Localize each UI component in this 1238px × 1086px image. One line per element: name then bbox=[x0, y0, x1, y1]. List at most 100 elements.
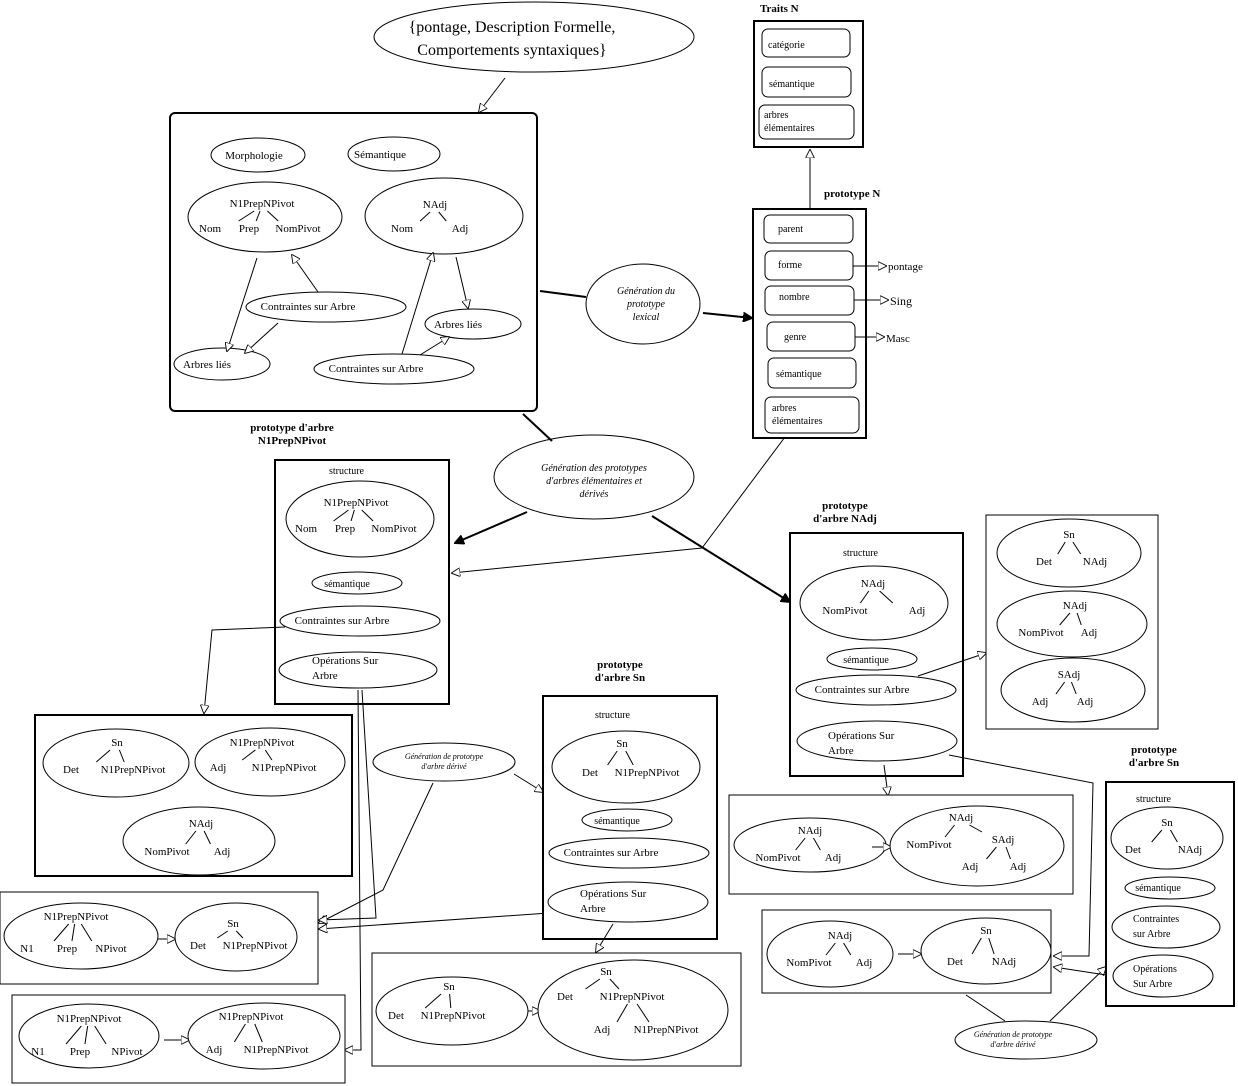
tree-leaf-label: NPivot bbox=[111, 1046, 142, 1058]
tree-leaf-label: Adj bbox=[210, 762, 227, 774]
tree-branch bbox=[94, 1025, 107, 1045]
tree-leaf-label: Det bbox=[557, 991, 573, 1003]
tree-branch bbox=[1072, 541, 1082, 555]
tree-root-label: N1PrepNPivot bbox=[57, 1013, 122, 1025]
tree-leaf-label: N1PrepNPivot bbox=[244, 1044, 309, 1056]
tree-leaf-label: NAdj bbox=[1178, 844, 1202, 856]
tree-branch bbox=[438, 211, 447, 222]
tree-branch bbox=[636, 1003, 650, 1023]
tree-leaf-label: Nom bbox=[199, 223, 221, 235]
tree-branch bbox=[241, 749, 256, 761]
tree-leaf-label: N1 bbox=[20, 943, 33, 955]
tree-root-label: NAdj bbox=[798, 825, 822, 837]
tree-leaf-label: NomPivot bbox=[371, 523, 416, 535]
proto-item-nombre: nombre bbox=[779, 292, 810, 303]
tree-leaf-label: NAdj bbox=[1083, 556, 1107, 568]
tree-branch bbox=[267, 210, 279, 222]
proto-sn-mid-semantique: sémantique bbox=[594, 816, 640, 827]
tree-branch bbox=[607, 750, 618, 766]
tree-leaf-label: NPivot bbox=[95, 943, 126, 955]
tree-branch bbox=[1170, 829, 1178, 843]
tree-leaf-label: NomPivot bbox=[275, 223, 320, 235]
tree-branch bbox=[361, 509, 374, 522]
tree-leaf-label: Det bbox=[388, 1010, 404, 1022]
tree-leaf-label: Det bbox=[63, 764, 79, 776]
tree-leaf-label: Det bbox=[582, 767, 598, 779]
prototype-n-box: prototype N parent forme nombre genre sé… bbox=[752, 188, 923, 439]
tree-branch bbox=[238, 210, 255, 222]
proto-nadj-contraintes: Contraintes sur Arbre bbox=[815, 684, 910, 696]
proto-nadj-structure: structure bbox=[843, 548, 879, 559]
tree-branch bbox=[1055, 681, 1066, 695]
tree-branch bbox=[971, 937, 982, 955]
proto-item-semantique: sémantique bbox=[776, 369, 822, 380]
proto-item-parent: parent bbox=[778, 224, 803, 235]
arbres-lies-label-2: Arbres liés bbox=[434, 319, 482, 331]
tree-branch bbox=[424, 993, 442, 1009]
input-note: {pontage, Description Formelle,Comportem… bbox=[373, 1, 695, 73]
tree-leaf-label: NomPivot bbox=[822, 605, 867, 617]
tree-branch bbox=[71, 923, 76, 942]
tree-leaf-label: Adj bbox=[1081, 627, 1098, 639]
tree-leaf-label: NomPivot bbox=[144, 846, 189, 858]
contraintes-label-2: Contraintes sur Arbre bbox=[329, 363, 424, 375]
tree-leaf-label: NomPivot bbox=[906, 839, 951, 851]
tree-leaf-label: Adj bbox=[214, 846, 231, 858]
tree-leaf-label: Det bbox=[190, 940, 206, 952]
tree-root-label: SAdj bbox=[1058, 669, 1081, 681]
tree-branch bbox=[1076, 612, 1082, 626]
tree-branch bbox=[859, 590, 870, 604]
tree-branch bbox=[1057, 541, 1066, 555]
tree-root-label: NAdj bbox=[949, 812, 973, 824]
tree-branch bbox=[419, 211, 431, 222]
contraintes-label-1: Contraintes sur Arbre bbox=[261, 301, 356, 313]
tree-root-label: NAdj bbox=[189, 818, 213, 830]
tree-root-label: Sn bbox=[443, 981, 455, 993]
tree-root-label: N1PrepNPivot bbox=[219, 1011, 284, 1023]
tree-branch bbox=[1070, 681, 1077, 695]
tree-leaf-label: Adj bbox=[206, 1044, 223, 1056]
proto-n1-contraintes: Contraintes sur Arbre bbox=[295, 615, 390, 627]
tree-root-label: Sn bbox=[111, 737, 123, 749]
tree-branch bbox=[625, 750, 634, 766]
arbres-lies-label-1: Arbres liés bbox=[183, 359, 231, 371]
tree-leaf-label: Det bbox=[947, 956, 963, 968]
input-note-text: {pontage, Description Formelle,Comportem… bbox=[409, 19, 616, 59]
proto-nadj-semantique: sémantique bbox=[843, 655, 889, 666]
tree-leaf-label: Prep bbox=[239, 223, 260, 235]
morphologie-label: Morphologie bbox=[225, 150, 283, 162]
tree-leaf-label: Adj bbox=[909, 605, 926, 617]
tree-root-label: Sn bbox=[1063, 529, 1075, 541]
proto-sn-mid-contraintes: Contraintes sur Arbre bbox=[564, 847, 659, 859]
tree-leaf-label: Adj bbox=[1010, 861, 1027, 873]
tree-leaf-label: Adj bbox=[452, 223, 469, 235]
tree-leaf-label: Nom bbox=[295, 523, 317, 535]
tree-leaf-label: Nom bbox=[391, 223, 413, 235]
tree-branch bbox=[84, 1025, 89, 1045]
tree-branch bbox=[879, 590, 894, 604]
